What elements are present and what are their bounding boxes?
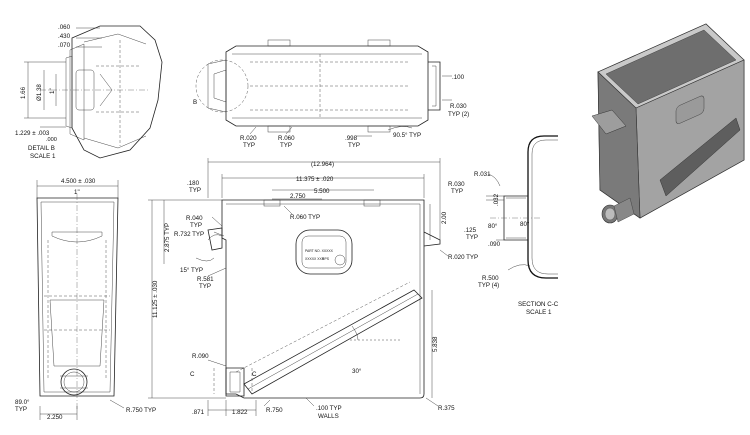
front-view-dim: .180 — [187, 180, 200, 187]
front-view-dim: .100 TYP — [316, 405, 342, 412]
front-view-dim: R.040 — [186, 215, 203, 222]
top-view-dim: TYP — [243, 142, 255, 149]
nameplate-line: PART NO. XXXXX — [305, 249, 334, 253]
nameplate-line: RPS — [322, 257, 330, 261]
detail-b-dim: .060 — [58, 24, 71, 31]
top-view-dim: .998 — [345, 135, 358, 142]
front-view-dim: R.732 TYP — [174, 231, 204, 238]
side-view-dim: 4.500 ± .030 — [61, 178, 96, 185]
section-cc-scale: SCALE 1 — [526, 309, 552, 316]
top-view-dim: .100 — [452, 74, 465, 81]
side-view-dim: 89.0° — [15, 399, 30, 406]
section-cc-dim: .090 — [488, 241, 501, 248]
section-cc-view: R.031 .032 80° 80° .090 R.500 TYP (4) SE… — [474, 135, 559, 316]
front-view-dim: .125 — [464, 227, 477, 234]
top-view-dim: 90.5° TYP — [393, 132, 421, 139]
side-view-dim: R.750 TYP — [126, 407, 156, 414]
front-view-dim: TYP — [451, 188, 463, 195]
front-view-dim: TYP — [199, 283, 211, 290]
detail-b-dim: 1.66 — [20, 86, 27, 99]
isometric-render — [591, 23, 745, 224]
section-cc-dim: R.031 — [474, 171, 491, 178]
front-view-dim: R.020 TYP — [448, 254, 478, 261]
front-view-dim: 11.125 ± .030 — [152, 280, 159, 318]
front-view-dim: 2.00 — [441, 211, 448, 224]
front-view-dim: .871 — [192, 409, 205, 416]
detail-b-dim: 1" — [49, 88, 56, 94]
front-view-dim: TYP — [189, 187, 201, 194]
detail-b-dim: .070 — [58, 42, 71, 49]
front-view-dim: 11.375 ± .020 — [296, 176, 334, 183]
nameplate-line: XXXXX XXX — [305, 257, 325, 261]
top-view-dim: R.060 — [278, 135, 295, 142]
front-view-dim: 15° TYP — [180, 267, 203, 274]
side-view-dim: TYP — [15, 406, 27, 413]
front-view-dim: 2.750 — [290, 193, 306, 200]
top-view-dim: R.030 — [450, 103, 467, 110]
top-view-dim: TYP — [280, 142, 292, 149]
top-view: B .100 R.030 TYP (2) R.020 TYP R.060 TYP… — [193, 39, 469, 149]
front-view-dim: R.375 — [438, 405, 455, 412]
front-view-dim: R.750 — [266, 407, 283, 414]
section-mark: C — [190, 371, 195, 378]
detail-b-caption: DETAIL B — [28, 145, 55, 152]
section-cc-dim: 80° — [520, 221, 530, 228]
section-cc-dim: R.500 — [482, 275, 499, 282]
front-view-dim: R.030 — [448, 181, 465, 188]
front-view-dim: 5.500 — [314, 188, 330, 195]
top-view-dim: R.020 — [240, 135, 257, 142]
detail-b-dim: .430 — [58, 33, 71, 40]
section-mark: C — [252, 371, 257, 378]
section-cc-dim: TYP (4) — [478, 282, 499, 289]
front-view-dim: TYP — [466, 234, 478, 241]
front-view-dim: (12.964) — [311, 161, 334, 168]
detail-b-callout: B — [193, 99, 197, 106]
detail-b-dim: Ø1.38 — [36, 84, 43, 101]
front-view-dim: 2.875 TYP — [164, 223, 171, 252]
detail-b-dim: 1.229 ± .003 — [15, 130, 50, 137]
front-view-dim: R.060 TYP — [290, 214, 320, 221]
section-cc-dim: .032 — [493, 193, 500, 206]
detail-b-dim: .000 — [46, 137, 57, 143]
front-view-dim: 30° — [352, 368, 362, 375]
front-view-dim: WALLS — [318, 413, 339, 420]
side-view-dim: 2.250 — [47, 414, 63, 421]
section-cc-caption: SECTION C-C — [518, 301, 559, 308]
front-view-dim: 5.838 — [432, 336, 439, 352]
side-view: 4.500 ± .030 1" 89.0° TYP 2.250 R.750 TY… — [15, 178, 156, 421]
detail-b-view: .060 .430 .070 1.66 Ø1.38 1" 1.229 ± .00… — [15, 24, 163, 160]
top-view-dim: TYP — [348, 142, 360, 149]
front-view-dim: TYP — [190, 222, 202, 229]
detail-b-scale: SCALE 1 — [30, 153, 56, 160]
front-view-dim: R.581 — [197, 276, 214, 283]
front-view-dim: R.090 — [192, 353, 209, 360]
front-view: (12.964) 11.375 ± .020 5.500 2.750 .180 … — [148, 158, 478, 420]
front-view-dim: 1.822 — [232, 409, 248, 416]
top-view-dim: TYP (2) — [448, 111, 469, 118]
section-cc-dim: 80° — [488, 223, 498, 230]
side-view-dim: 1" — [74, 189, 80, 196]
